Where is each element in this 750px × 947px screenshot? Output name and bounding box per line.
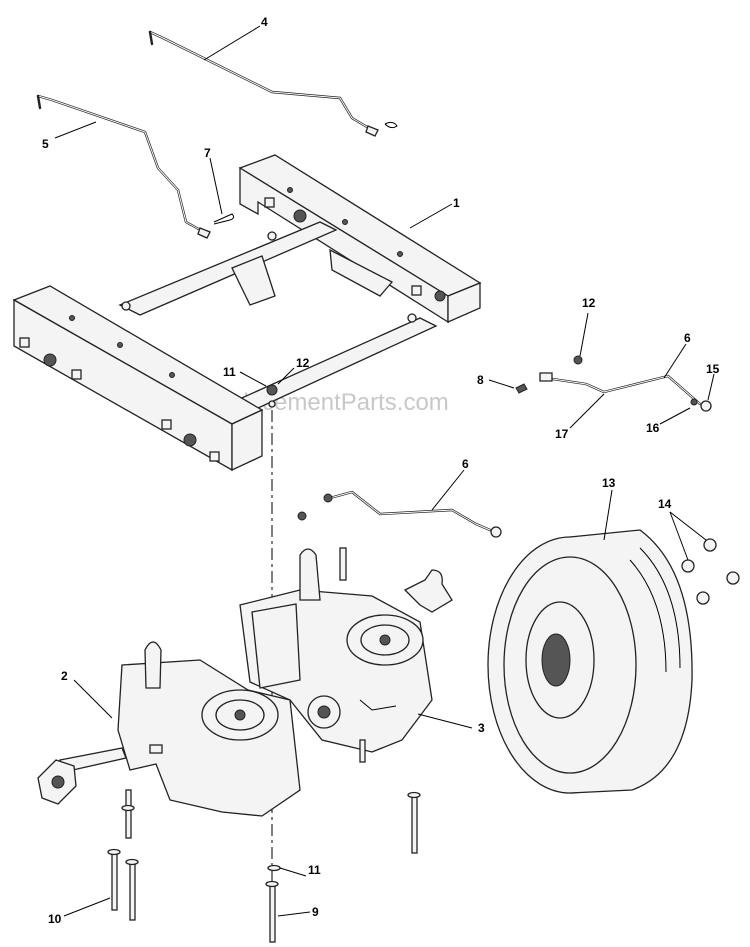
- callout-5: 5: [42, 137, 49, 151]
- callout-8: 8: [477, 373, 484, 387]
- callout-12-right: 12: [582, 296, 596, 310]
- callout-17: 17: [555, 427, 569, 441]
- tire-wheel[interactable]: [487, 529, 693, 794]
- lug-nuts[interactable]: [681, 538, 740, 605]
- leader-lines: [54, 25, 715, 917]
- control-rod-upper[interactable]: [148, 30, 398, 137]
- callout-11-lower: 11: [308, 863, 321, 877]
- callout-2: 2: [61, 669, 68, 683]
- callout-6-upper: 6: [684, 331, 691, 345]
- callout-7: 7: [204, 146, 211, 160]
- transaxle-right[interactable]: [239, 547, 453, 763]
- nut-frame[interactable]: [266, 384, 278, 396]
- cotter-pin[interactable]: [213, 213, 235, 225]
- callout-3: 3: [478, 721, 485, 735]
- transaxle-left[interactable]: [37, 641, 301, 817]
- linkage-rod-right[interactable]: [515, 355, 712, 412]
- callout-16: 16: [646, 421, 660, 435]
- callout-11-upper: 11: [223, 365, 236, 379]
- linkage-rod-middle[interactable]: [297, 490, 502, 538]
- callout-9: 9: [312, 905, 319, 919]
- washer-frame[interactable]: [268, 400, 276, 408]
- callout-14: 14: [658, 497, 672, 511]
- callout-15: 15: [706, 362, 720, 376]
- bolts-lower[interactable]: [107, 789, 421, 943]
- callout-4: 4: [261, 15, 268, 29]
- callout-13: 13: [602, 476, 616, 490]
- callout-12-left: 12: [296, 356, 310, 370]
- control-rod-lower[interactable]: [36, 94, 211, 239]
- callout-1: 1: [453, 196, 460, 210]
- main-frame[interactable]: [12, 154, 482, 472]
- callout-6-middle: 6: [462, 457, 469, 471]
- callout-10: 10: [48, 912, 62, 926]
